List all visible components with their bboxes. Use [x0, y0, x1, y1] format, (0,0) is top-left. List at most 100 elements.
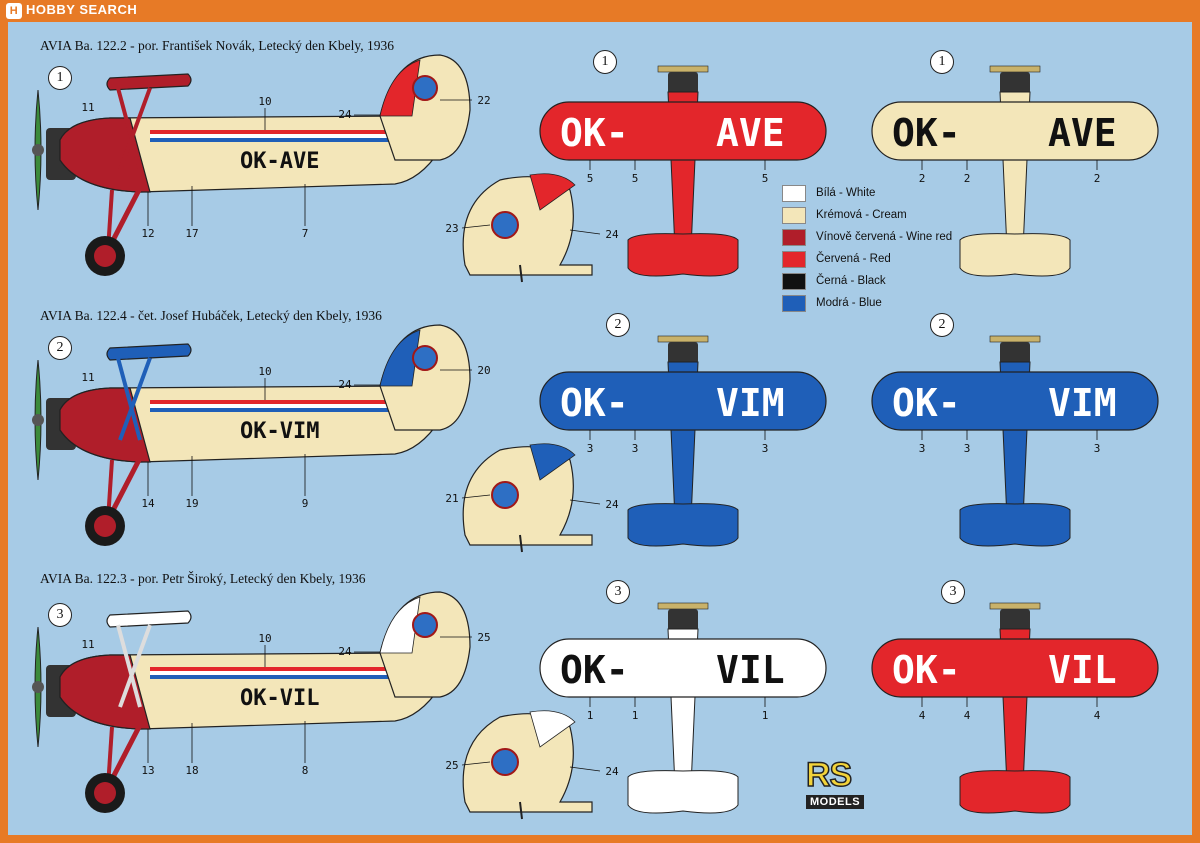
callout-side-d: 20 — [477, 364, 490, 377]
callout-tail-h: 21 — [445, 492, 458, 505]
callout-side-c: 24 — [338, 645, 352, 658]
legend-row-wine-red: Vínově červená - Wine red — [782, 226, 952, 248]
legend-label-white: Bílá - White — [816, 187, 876, 199]
legend-swatch-red — [782, 250, 806, 268]
bottom-callout-1: 2 — [919, 172, 926, 185]
plan-wing — [871, 101, 1159, 161]
legend-row-black: Černá - Black — [782, 270, 952, 292]
plan-wing — [539, 101, 827, 161]
legend-swatch-cream — [782, 206, 806, 224]
wing-strut-2 — [118, 357, 152, 441]
top-callout-1: 5 — [587, 172, 594, 185]
callout-tail-h: 25 — [445, 759, 458, 772]
aircraft-2-tail-detail: 21 24 — [445, 443, 619, 553]
legend-swatch-wine-red — [782, 228, 806, 246]
plan-reg-left: OK- — [892, 648, 961, 692]
side-registration: OK-VIM — [240, 419, 319, 444]
callout-tail-i: 24 — [605, 498, 619, 511]
aircraft-3-tail-detail: 25 24 — [445, 710, 619, 820]
plan-tailplane — [959, 503, 1071, 547]
plan-reg-right: AVE — [716, 111, 785, 155]
stripe-white — [150, 404, 415, 408]
plan-propeller — [657, 335, 709, 343]
aircraft-3-side-number: 3 — [48, 603, 72, 627]
bottom-callout-1: 4 — [919, 709, 926, 722]
tail-skid — [519, 534, 523, 553]
tail-detail-emblem — [491, 481, 519, 509]
top-callout-2: 3 — [632, 442, 639, 455]
callout-side-b: 10 — [258, 95, 271, 108]
legend-label-blue: Modrá - Blue — [816, 297, 882, 309]
aircraft-1-side-number: 1 — [48, 66, 72, 90]
callout-side-b: 10 — [258, 365, 271, 378]
legend-swatch-black — [782, 272, 806, 290]
bottom-callout-2: 4 — [964, 709, 971, 722]
leader-tail-i — [569, 766, 601, 772]
plan-wing — [871, 371, 1159, 431]
plan-engine — [1000, 342, 1030, 364]
wheel-hub — [94, 515, 116, 537]
stripe-white — [150, 671, 415, 675]
callout-side-g: 7 — [302, 227, 309, 240]
plan-engine — [1000, 609, 1030, 631]
plan-reg-right: VIM — [1048, 381, 1117, 425]
plan-wing — [539, 371, 827, 431]
bottom-callout-1: 3 — [919, 442, 926, 455]
upper-wing — [106, 343, 192, 361]
tail-accent — [379, 59, 421, 117]
watermark-text: HOBBY SEARCH — [26, 2, 138, 17]
legend-swatch-white — [782, 184, 806, 202]
bottom-callout-2: 3 — [964, 442, 971, 455]
top-callout-1: 3 — [587, 442, 594, 455]
callout-tail-i: 24 — [605, 765, 619, 778]
plan-tailplane — [627, 233, 739, 277]
tail-accent — [379, 596, 421, 654]
callout-side-g: 9 — [302, 497, 309, 510]
rs-models-logo: RS MODELS — [805, 757, 890, 810]
color-legend: Bílá - White Krémová - Cream Vínově červ… — [782, 182, 952, 314]
callout-side-e: 12 — [141, 227, 154, 240]
callout-side-c: 24 — [338, 378, 352, 391]
bottom-callout-2: 2 — [964, 172, 971, 185]
plan-tailplane — [959, 233, 1071, 277]
leader-tail-i — [569, 229, 601, 235]
aircraft-3-top-number: 3 — [606, 580, 630, 604]
legend-row-white: Bílá - White — [782, 182, 952, 204]
top-callout-3: 1 — [762, 709, 769, 722]
aircraft-1-bottom-number: 1 — [930, 50, 954, 74]
plan-propeller — [657, 65, 709, 73]
callout-side-b: 10 — [258, 632, 271, 645]
stripe-blue — [150, 138, 415, 142]
plan-propeller — [989, 65, 1041, 73]
callout-side-f: 19 — [185, 497, 198, 510]
plan-wing — [539, 638, 827, 698]
callout-side-a: 11 — [81, 371, 94, 384]
top-callout-2: 5 — [632, 172, 639, 185]
tail-detail-accent — [529, 173, 576, 211]
wing-strut-1 — [116, 357, 142, 441]
legend-row-blue: Modrá - Blue — [782, 292, 952, 314]
tail-detail-emblem — [491, 211, 519, 239]
legend-label-cream: Krémová - Cream — [816, 209, 907, 221]
wing-strut-2 — [118, 87, 152, 171]
legend-row-red: Červená - Red — [782, 248, 952, 270]
wing-strut-1 — [116, 87, 142, 171]
aircraft-2-title: AVIA Ba. 122.4 - čet. Josef Hubáček, Let… — [40, 308, 382, 323]
propeller-hub — [32, 414, 44, 426]
legend-swatch-blue — [782, 294, 806, 312]
plan-engine — [1000, 72, 1030, 94]
stripe-red — [150, 130, 415, 134]
plan-reg-right: VIM — [716, 381, 785, 425]
legend-label-black: Černá - Black — [816, 275, 886, 287]
plan-reg-left: OK- — [560, 381, 629, 425]
plan-propeller — [989, 602, 1041, 610]
tail-detail-emblem — [491, 748, 519, 776]
aircraft-1-top-number: 1 — [593, 50, 617, 74]
plan-propeller — [657, 602, 709, 610]
callout-tail-h: 23 — [445, 222, 458, 235]
side-registration: OK-VIL — [240, 686, 319, 711]
